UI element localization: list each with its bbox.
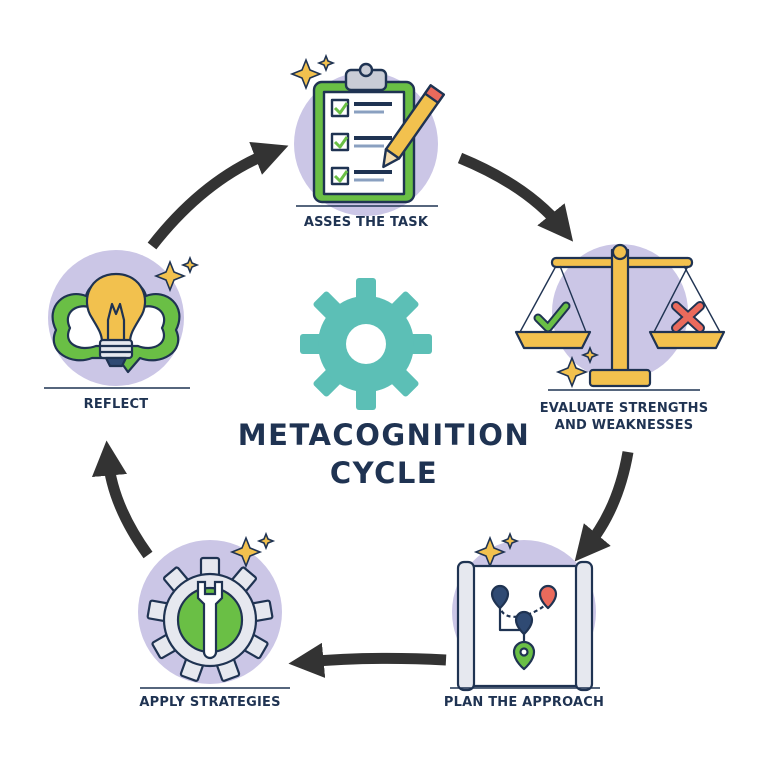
step-assess-task	[289, 53, 445, 216]
sparkle-icon	[153, 255, 200, 293]
arrow-plan-to-apply	[288, 642, 447, 678]
sparkle-icon	[229, 531, 276, 569]
diagram-title-line1: METACOGNITION	[237, 418, 531, 452]
gear-wrench-icon	[146, 556, 274, 682]
step-label-assess: ASSES THE TASK	[303, 215, 429, 230]
step-label-reflect: REFLECT	[83, 397, 149, 412]
lightbulb-icon	[51, 272, 181, 374]
cycle-arrows	[91, 141, 634, 678]
diagram-title-line2: CYCLE	[329, 456, 439, 490]
clipboard-checklist-icon	[312, 62, 445, 204]
step-reflect	[44, 250, 200, 389]
arrow-reflect-to-assess	[147, 141, 289, 250]
step-evaluate	[514, 243, 726, 391]
balance-scale-icon	[514, 243, 726, 388]
arrow-evaluate-to-plan	[574, 451, 634, 562]
step-label-apply: APPLY STRATEGIES	[139, 695, 281, 710]
step-label-evaluate-line1: EVALUATE STRENGTHS	[539, 401, 709, 416]
step-label-evaluate: EVALUATE STRENGTHS AND WEAKNESSES	[534, 400, 714, 434]
map-plan-icon	[456, 560, 594, 692]
arrow-assess-to-evaluate	[457, 152, 574, 242]
step-apply	[138, 531, 290, 689]
arrow-apply-to-reflect	[91, 440, 153, 559]
step-plan	[450, 531, 600, 692]
sparkle-icon	[289, 53, 336, 91]
gear-icon	[300, 278, 432, 410]
sparkle-icon	[555, 345, 600, 389]
step-label-plan: PLAN THE APPROACH	[443, 695, 605, 710]
step-label-evaluate-line2: AND WEAKNESSES	[554, 418, 694, 433]
